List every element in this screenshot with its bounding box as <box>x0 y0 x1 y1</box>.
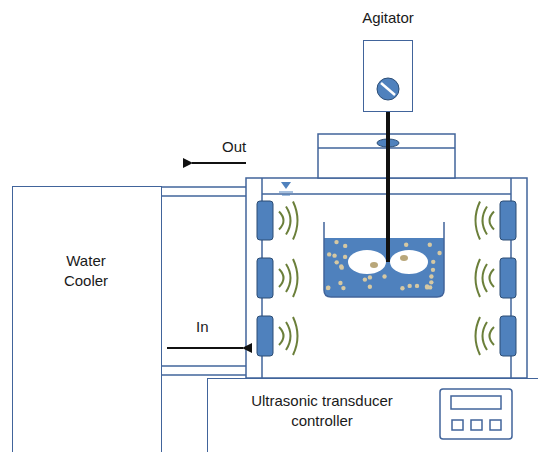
transducer <box>257 316 273 356</box>
impeller-spot <box>370 262 378 268</box>
particle <box>429 274 433 278</box>
particle <box>431 268 435 272</box>
particle <box>327 252 331 256</box>
particle <box>437 251 441 255</box>
controller-panel <box>440 389 512 439</box>
impeller-spot <box>400 255 408 261</box>
particle <box>338 281 342 285</box>
particle <box>428 243 432 247</box>
box-text: Water Cooler <box>51 251 121 290</box>
ultrasonic-wave <box>279 212 284 230</box>
beaker-outline <box>324 222 444 297</box>
ultrasonic-wave <box>476 259 481 297</box>
particle <box>407 284 411 288</box>
outlet-label: Out <box>222 138 246 155</box>
ultrasonic-wave <box>490 269 495 287</box>
motor-icon-slot <box>381 83 395 95</box>
box-text: Ultrasonic transducer controller <box>222 391 422 430</box>
particle <box>431 260 435 264</box>
pipe-line <box>162 365 246 367</box>
level-line <box>282 195 290 196</box>
ultrasonic-wave <box>286 322 291 350</box>
impeller-blade <box>390 250 428 274</box>
flow-arrow <box>167 347 243 349</box>
water-level-mark <box>279 182 293 195</box>
transducer <box>257 258 273 298</box>
particle <box>363 277 367 281</box>
heading-text: Agitator <box>362 8 414 28</box>
particle <box>400 286 404 290</box>
particle <box>425 285 429 289</box>
particle <box>341 286 345 290</box>
panel-display <box>451 396 501 409</box>
water-cooler-box: Water Cooler <box>12 186 162 452</box>
particle <box>415 284 419 288</box>
ultrasonic-wave <box>279 269 284 287</box>
particle <box>404 242 408 246</box>
transducers <box>257 201 516 356</box>
ultrasonic-wave <box>476 317 481 355</box>
particle <box>334 240 338 244</box>
beaker-liquid <box>324 238 444 297</box>
agitator-box: Agitator <box>363 40 413 112</box>
ultrasonic-wave <box>490 327 495 345</box>
particles <box>326 240 442 291</box>
particle <box>343 244 347 248</box>
transducer <box>500 316 516 356</box>
ultrasonic-wave <box>293 202 298 240</box>
agitator-shaft <box>386 112 390 262</box>
ultrasonic-wave <box>483 207 488 235</box>
ultrasonic-wave <box>286 264 291 292</box>
particle <box>429 280 433 284</box>
level-line <box>279 192 293 193</box>
transducer <box>257 201 273 240</box>
particle <box>326 285 330 289</box>
particle <box>425 284 429 288</box>
ultrasonic-wave <box>483 264 488 292</box>
level-triangle <box>281 182 291 189</box>
panel-body <box>440 389 512 439</box>
ultrasonic-wave <box>476 202 481 240</box>
inlet-label: In <box>196 318 209 335</box>
particle <box>382 274 386 278</box>
ultrasonic-wave <box>279 327 284 345</box>
particle <box>332 253 336 257</box>
particle <box>326 286 330 290</box>
motor-icon <box>377 78 399 100</box>
panel-button <box>490 420 501 430</box>
ultrasonic-wave <box>483 322 488 350</box>
transducer <box>500 258 516 298</box>
pipe-line <box>162 186 246 188</box>
controller-box: Ultrasonic transducer controller <box>207 378 538 452</box>
particle <box>368 285 372 289</box>
panel-button <box>452 420 463 430</box>
particle <box>343 255 347 259</box>
transducer <box>500 201 516 240</box>
impeller-blade <box>348 250 386 274</box>
ultrasonic-wave <box>293 259 298 297</box>
pipe-line <box>162 195 246 197</box>
beaker <box>324 222 444 297</box>
panel-button <box>471 420 482 430</box>
particle <box>339 264 343 268</box>
ultrasonic-wave <box>490 212 495 230</box>
particle <box>368 275 372 279</box>
particle <box>335 260 339 264</box>
flow-arrow <box>192 162 246 164</box>
pipe-line <box>162 374 246 376</box>
ultrasonic-wave <box>293 317 298 355</box>
ultrasonic-wave <box>286 207 291 235</box>
pipes <box>162 187 246 375</box>
